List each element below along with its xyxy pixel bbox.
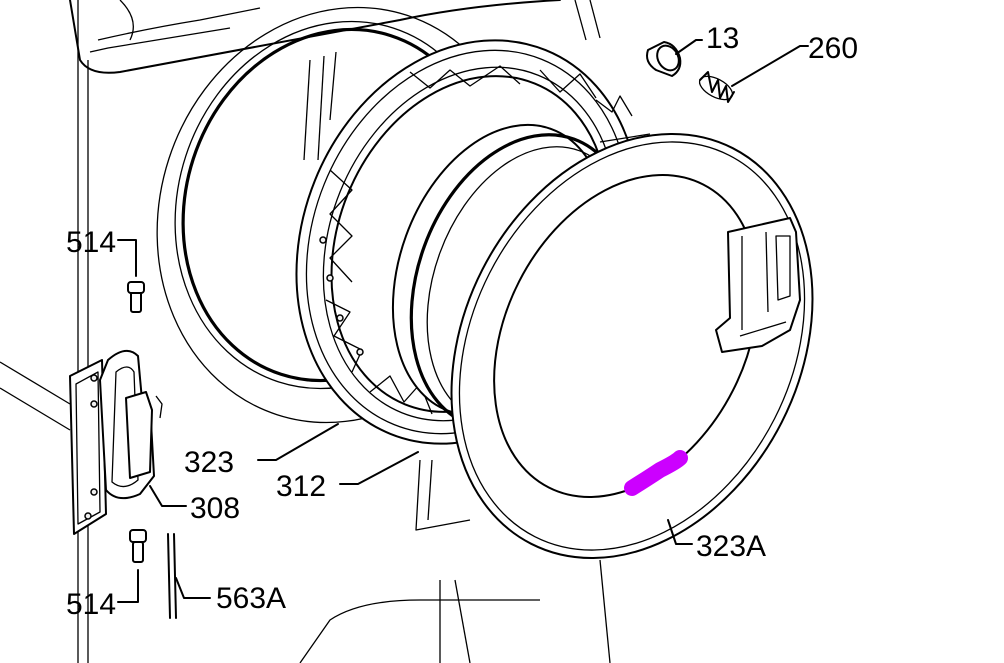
label-door-frame: 312 (276, 470, 326, 503)
machine-cabinet (0, 0, 611, 663)
door-cover-323a (450, 133, 814, 559)
label-door-cover: 323A (696, 530, 766, 563)
purple-marker-stroke (624, 450, 688, 496)
ring-lattice (319, 65, 633, 415)
hinge-308 (69, 349, 163, 535)
label-hinge-strip: 563A (216, 582, 286, 615)
label-knob: 13 (706, 22, 739, 55)
screw-bottom-514 (129, 529, 147, 563)
screw-top-514 (127, 281, 145, 313)
label-inner-ring: 323 (184, 446, 234, 479)
label-screw-bottom: 514 (66, 588, 116, 621)
knob-13 (646, 41, 682, 77)
label-hinge: 308 (190, 492, 240, 525)
label-spring: 260 (808, 32, 858, 65)
label-screw-top: 514 (66, 226, 116, 259)
hinge-strip-563a (167, 533, 177, 619)
spring-260 (698, 71, 735, 103)
leader-lines (117, 39, 809, 603)
